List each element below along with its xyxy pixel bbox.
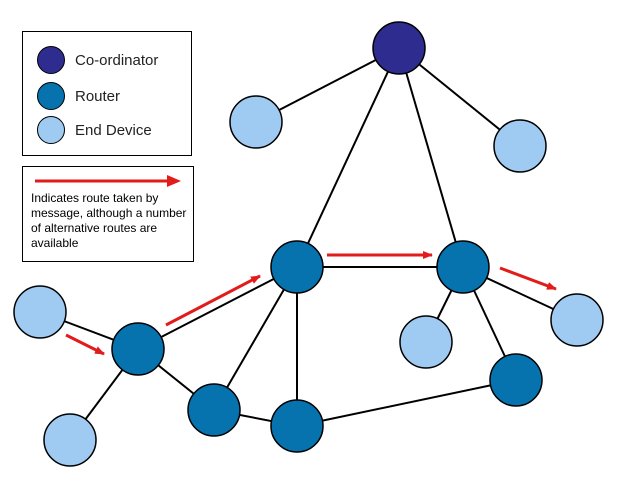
coordinator-swatch	[37, 46, 65, 74]
legend-label-router: Router	[75, 87, 121, 105]
router-swatch	[37, 82, 65, 110]
router-node	[270, 240, 324, 294]
link-coordinator-router-b	[398, 47, 464, 268]
link-coordinator-router-a	[296, 47, 400, 268]
end-device-node	[43, 413, 97, 467]
nodes	[13, 21, 604, 467]
route-legend-text: Indicates route taken by message, althou…	[31, 191, 187, 250]
route-arrows	[65, 251, 557, 356]
router-node	[111, 322, 165, 376]
route-arrow-4	[499, 266, 557, 291]
end-device-node	[229, 95, 283, 149]
link-router-a-router-left	[137, 266, 298, 350]
legend-item-coordinator: Co-ordinator	[37, 44, 158, 76]
link-router-bottom-mid-router-right	[296, 379, 517, 427]
legend-item-router: Router	[37, 80, 120, 112]
legend: Co-ordinator Router End Device	[22, 31, 192, 156]
router-node	[436, 240, 490, 294]
legend-item-end-device: End Device	[37, 114, 152, 146]
route-arrow-sample-icon	[35, 175, 181, 187]
route-legend: Indicates route taken by message, althou…	[22, 166, 194, 262]
legend-label-end-device: End Device	[75, 121, 152, 139]
end-device-node	[399, 315, 453, 369]
router-node	[187, 383, 241, 437]
router-node	[270, 399, 324, 453]
route-arrow-1	[65, 333, 105, 356]
end-device-node	[493, 119, 547, 173]
link-router-a-router-bottom-left	[213, 266, 298, 411]
end-device-node	[550, 293, 604, 347]
coordinator-node	[372, 21, 426, 75]
router-node	[489, 353, 543, 407]
link-coordinator-end-a	[255, 47, 400, 123]
end-device-swatch	[37, 116, 65, 144]
legend-label-coordinator: Co-ordinator	[75, 51, 159, 69]
end-device-node	[13, 285, 67, 339]
route-arrow-2	[165, 274, 261, 327]
